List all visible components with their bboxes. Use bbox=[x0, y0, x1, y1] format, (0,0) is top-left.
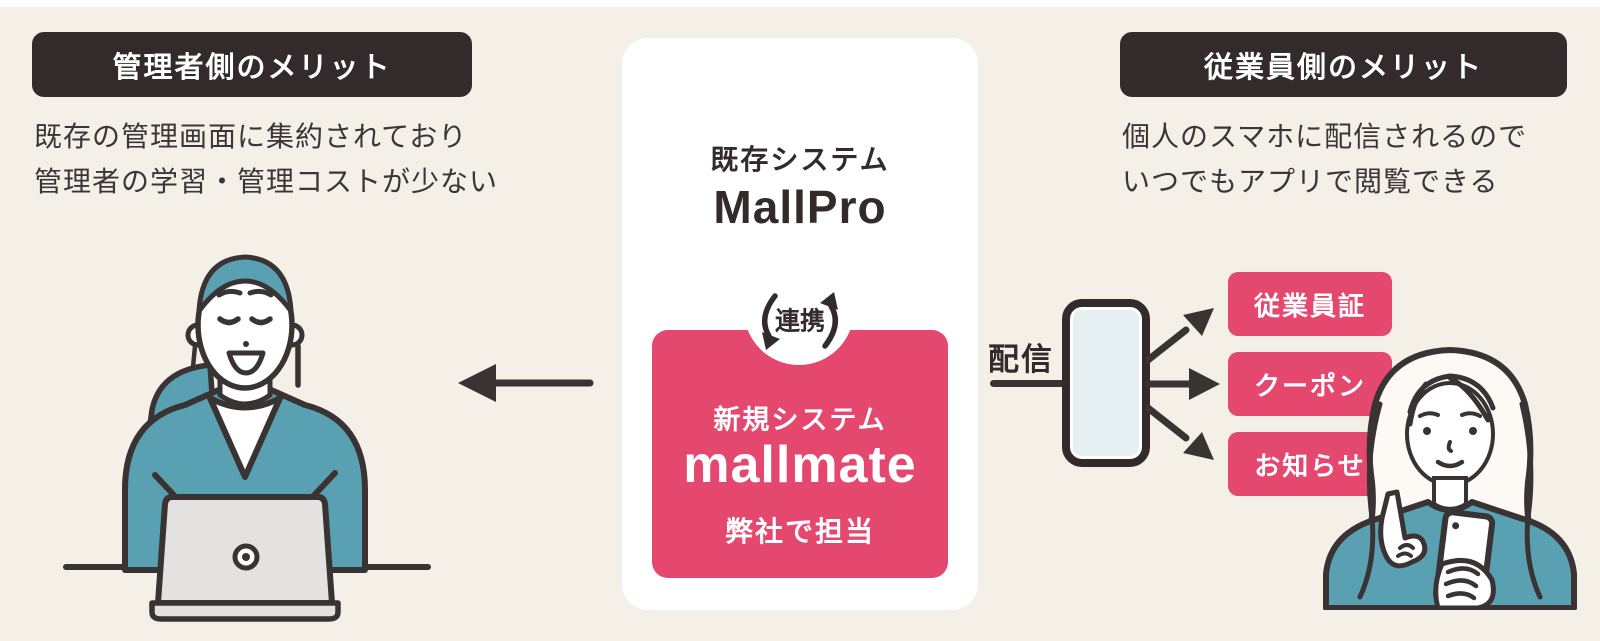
employee-illustration bbox=[1323, 347, 1577, 610]
nose bbox=[243, 341, 249, 347]
hair-strands bbox=[1357, 401, 1543, 600]
new-system-name: mallmate bbox=[683, 436, 917, 494]
top-border bbox=[0, 0, 1600, 7]
employee-benefits-heading-label: 従業員側のメリット bbox=[1203, 51, 1483, 84]
headband bbox=[196, 254, 294, 314]
admin-description-line1: 既存の管理画面に集約されており bbox=[34, 121, 468, 152]
eyes bbox=[217, 316, 273, 326]
fingers bbox=[1443, 566, 1481, 601]
neck bbox=[1432, 476, 1468, 511]
admin-illustration bbox=[63, 254, 431, 622]
fan-arrows-icon bbox=[1146, 308, 1220, 460]
knuckles bbox=[1396, 543, 1415, 558]
delivery-item-label: クーポン bbox=[1253, 370, 1366, 401]
delivery-item-coupon: クーポン bbox=[1228, 352, 1392, 416]
new-system-owner: 弊社で担当 bbox=[724, 516, 875, 547]
existing-system-block: 既存システム MallPro bbox=[622, 138, 978, 234]
collar bbox=[207, 395, 283, 480]
new-system-box bbox=[652, 330, 948, 578]
smartphone-icon bbox=[1062, 299, 1150, 467]
system-card: 既存システム MallPro 連携 新規システム mallmate 弊社で担当 bbox=[622, 38, 978, 610]
eyebrows bbox=[216, 288, 274, 298]
admin-benefits-heading: 管理者側のメリット bbox=[32, 32, 472, 97]
eye-left bbox=[1423, 427, 1431, 435]
admin-benefits-heading-label: 管理者側のメリット bbox=[112, 51, 392, 84]
link-label: 連携 bbox=[775, 307, 825, 336]
admin-benefits-description: 既存の管理画面に集約されており 管理者の学習・管理コストが少ない bbox=[34, 114, 498, 204]
delivery-item-employee-id: 従業員証 bbox=[1228, 272, 1392, 336]
bangs bbox=[1407, 373, 1496, 427]
delivery-item-news: お知らせ bbox=[1228, 432, 1392, 496]
employee-description-line2: いつでもアプリで閲覧できる bbox=[1122, 166, 1499, 197]
eyebrows bbox=[1418, 411, 1482, 418]
laptop-logo-dot bbox=[242, 553, 250, 561]
laptop-base bbox=[149, 600, 341, 622]
employee-benefits-description: 個人のスマホに配信されるので いつでもアプリで閲覧できる bbox=[1122, 114, 1527, 204]
mouth bbox=[1435, 459, 1465, 469]
new-system-block: 新規システム mallmate 弊社で担当 bbox=[652, 398, 948, 550]
smartphone-screen bbox=[1073, 310, 1139, 456]
admin-description-line2: 管理者の学習・管理コストが少ない bbox=[34, 166, 499, 197]
employee-description-line1: 個人のスマホに配信されるので bbox=[1122, 121, 1528, 152]
earring-left bbox=[190, 343, 198, 370]
employee-benefits-heading: 従業員側のメリット bbox=[1120, 32, 1567, 97]
nose bbox=[1446, 440, 1453, 453]
sync-icon: 連携 bbox=[761, 292, 839, 350]
existing-system-label: 既存システム bbox=[710, 144, 890, 175]
delivery-item-label: 従業員証 bbox=[1253, 290, 1366, 321]
face bbox=[1405, 381, 1495, 487]
new-system-label: 新規システム bbox=[713, 405, 887, 435]
delivery-item-label: お知らせ bbox=[1254, 450, 1366, 481]
existing-system-name: MallPro bbox=[713, 181, 887, 233]
eye-right bbox=[1469, 427, 1477, 435]
delivery-line bbox=[990, 380, 1070, 387]
delivery-label: 配信 bbox=[988, 342, 1054, 377]
mouth bbox=[226, 350, 266, 376]
arrow-left-icon bbox=[458, 364, 594, 402]
